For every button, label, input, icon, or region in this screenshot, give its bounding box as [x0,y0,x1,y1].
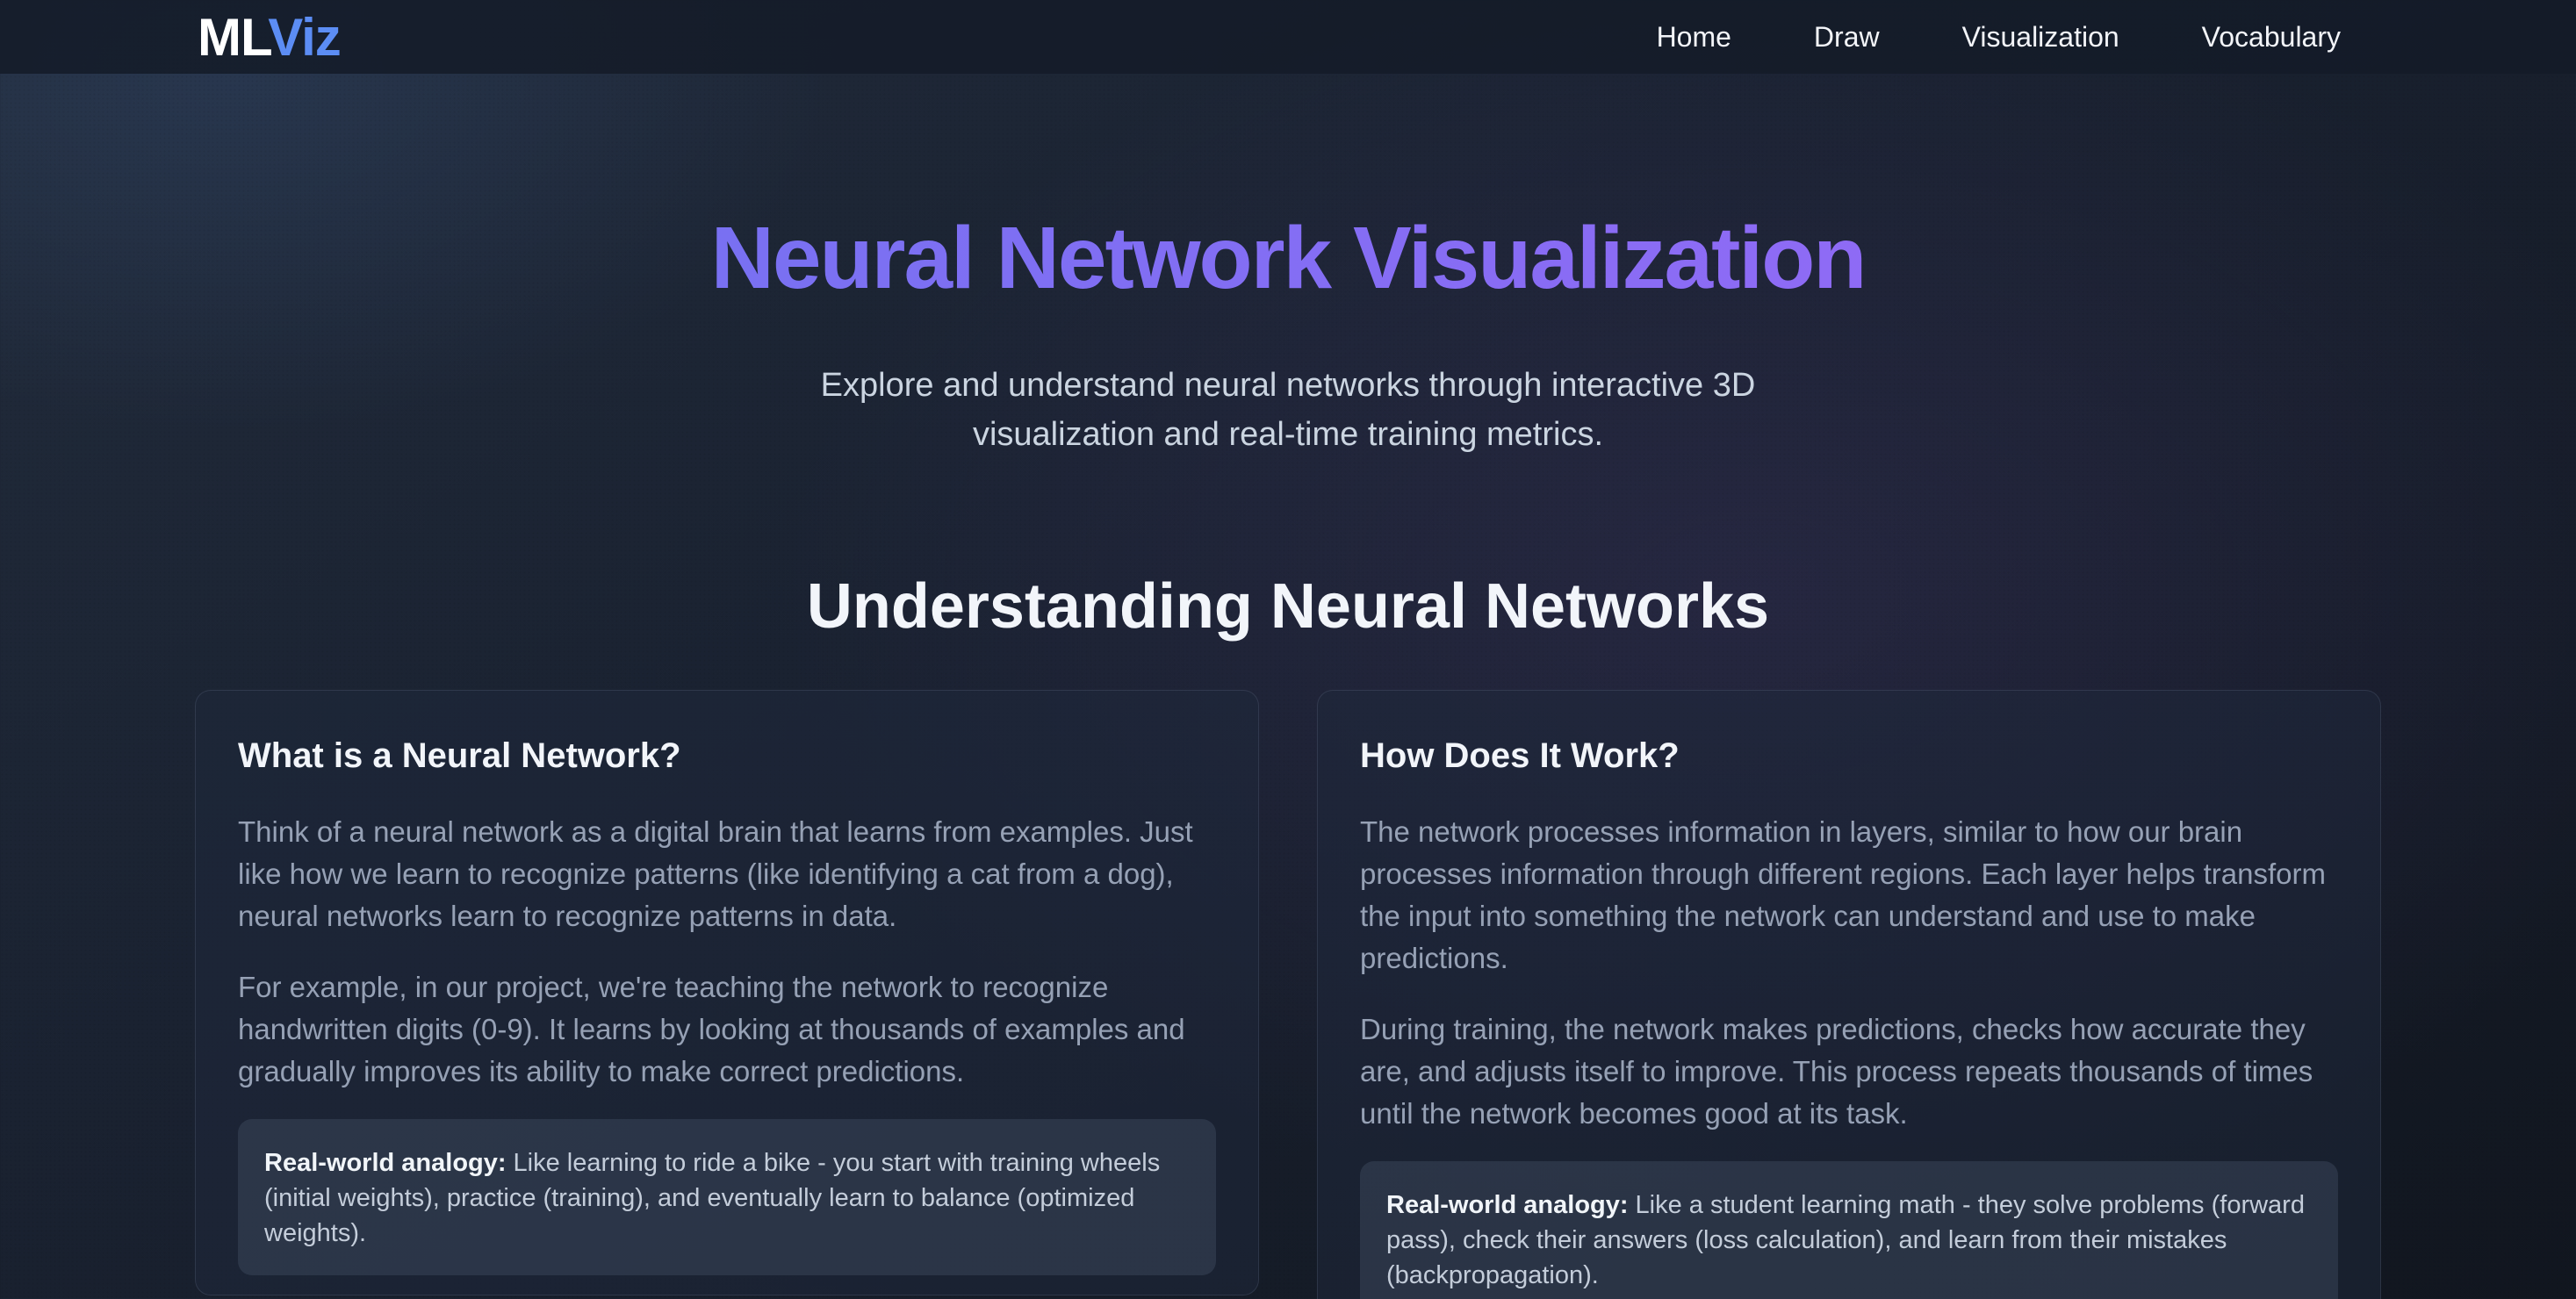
analogy-label: Real-world analogy: [264,1149,507,1178]
analogy-body: Like learning to ride a bike - you start… [264,1149,1161,1248]
card-paragraph: The network processes information in lay… [1360,815,2326,975]
analogy-label: Real-world analogy: [1386,1191,1629,1220]
analogy-body: Like a student learning math - they solv… [1386,1191,2305,1290]
analogy-paragraph: Real-world analogy:Like a student learni… [1386,1188,2312,1293]
card-title: How Does It Work? [1360,736,1680,776]
hero-section: Neural Network Visualization Explore and… [0,74,2576,459]
analogy-callout: Real-world analogy:Like a student learni… [1360,1161,2338,1299]
analogy-callout: Real-world analogy:Like learning to ride… [238,1119,1216,1276]
info-cards: What is a Neural Network? Think of a neu… [195,690,2381,1299]
logo[interactable]: MLViz [198,7,342,68]
card-how-does-it-work: How Does It Work? The network processes … [1317,690,2381,1299]
card-paragraph: For example, in our project, we're teach… [238,971,1185,1088]
nav-links: Home Draw Visualization Vocabulary [1657,21,2341,54]
card-title: What is a Neural Network? [238,736,681,776]
card-paragraph: Think of a neural network as a digital b… [238,815,1193,933]
logo-viz: Viz [268,7,342,67]
card-what-is-a-neural-network: What is a Neural Network? Think of a neu… [195,690,1259,1296]
nav-link-visualization[interactable]: Visualization [1961,20,2119,53]
logo-ml: ML [198,7,269,67]
nav-link-draw[interactable]: Draw [1813,20,1880,53]
main-content: Neural Network Visualization Explore and… [0,74,2576,1299]
analogy-paragraph: Real-world analogy:Like learning to ride… [264,1145,1190,1251]
section-heading: Understanding Neural Networks [806,571,1770,642]
hero-subtitle: Explore and understand neural networks t… [820,367,1756,453]
nav-link-home[interactable]: Home [1656,20,1731,53]
navbar: MLViz Home Draw Visualization Vocabulary [0,0,2576,74]
card-paragraph: During training, the network makes predi… [1360,1013,2313,1130]
page-title: Neural Network Visualization [0,212,2576,305]
nav-link-vocabulary[interactable]: Vocabulary [2201,20,2341,53]
